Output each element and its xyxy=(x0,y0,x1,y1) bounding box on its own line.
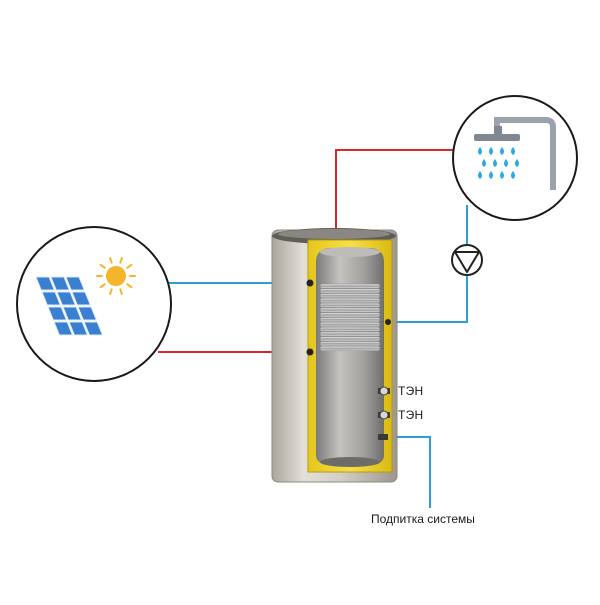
system-makeup-label: Подпитка системы xyxy=(371,512,475,526)
recirculation-port xyxy=(385,319,391,325)
solar-panel-icon xyxy=(35,276,104,336)
electric-heater-icon xyxy=(378,386,390,396)
system-makeup-pipe xyxy=(386,436,431,508)
recirculation-pipe-return xyxy=(388,276,468,323)
tank-top-cap-highlight xyxy=(278,229,390,239)
storage-tank xyxy=(271,228,398,483)
makeup-inlet-port xyxy=(378,434,388,440)
solar-collector-bubble xyxy=(16,226,172,382)
shower-head-icon xyxy=(474,117,556,190)
electric-heater-icon xyxy=(378,410,390,420)
heater-label-2: ТЭН xyxy=(398,408,424,422)
coil-inlet-port xyxy=(306,279,314,287)
sun-icon xyxy=(96,256,136,296)
heat-exchanger-coil-icon xyxy=(319,283,381,351)
inner-vessel-dome xyxy=(320,247,380,257)
heater-label-1: ТЭН xyxy=(398,384,424,398)
circulation-pump-icon xyxy=(451,244,483,276)
tank-inner-vessel xyxy=(316,248,384,464)
inner-vessel-bottom xyxy=(320,457,380,467)
shower-bubble xyxy=(452,95,578,221)
coil-outlet-port xyxy=(306,348,314,356)
hot-water-outlet-pipe xyxy=(335,149,455,232)
